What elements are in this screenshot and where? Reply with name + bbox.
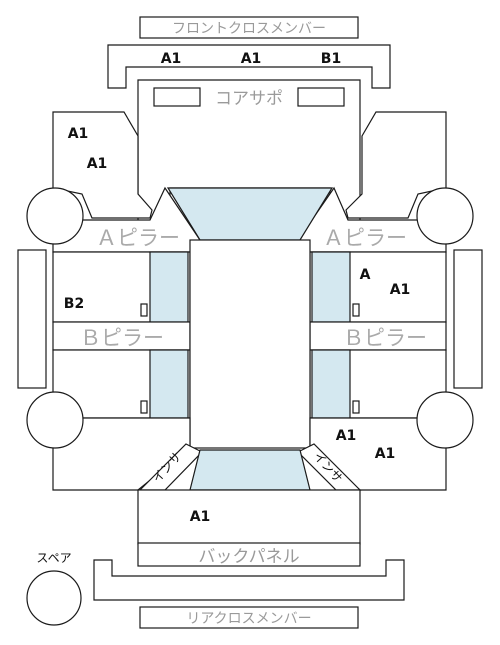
- front-cross-member-label: フロントクロスメンバー: [172, 21, 326, 37]
- grade-front-right: B1: [321, 51, 341, 67]
- left-b-pillar-label: Ｂピラー: [80, 326, 164, 350]
- left-b-pillar: [52, 321, 191, 351]
- left-rear-door-handle: [140, 400, 148, 414]
- spare-label: スペア: [36, 551, 71, 565]
- left-side-step: [17, 249, 47, 389]
- grade-right-rear-quarter-1: A1: [336, 428, 357, 444]
- grade-front-left: A1: [161, 51, 182, 67]
- grade-left-front-door: B2: [64, 296, 84, 312]
- rear-cross-member-box: [139, 606, 359, 629]
- right-front-door-glass: [311, 251, 351, 323]
- right-front-fender: [345, 111, 447, 219]
- left-rear-door-glass: [149, 349, 189, 419]
- core-support-label: コアサポ: [215, 89, 283, 109]
- grade-left-front-fender-2: A1: [87, 156, 108, 172]
- core-support-left-box: [153, 87, 201, 107]
- back-panel: [137, 542, 361, 567]
- left-rear-wheel: [26, 391, 84, 449]
- front-bumper: [107, 44, 391, 89]
- left-front-door-handle: [140, 303, 148, 317]
- front-cross-member-box: [139, 16, 359, 39]
- left-a-pillar-label: Ａピラー: [96, 226, 180, 250]
- grade-front-center: A1: [241, 51, 262, 67]
- right-rear-door-handle: [352, 400, 360, 414]
- grade-trunk: A1: [190, 509, 211, 525]
- roof: [189, 239, 311, 449]
- back-panel-label: バックパネル: [198, 547, 299, 567]
- left-front-wheel: [26, 187, 84, 245]
- left-front-door-glass: [149, 251, 189, 323]
- trunk: [137, 489, 361, 545]
- right-b-pillar: [309, 321, 447, 351]
- spare-tire: [26, 570, 82, 626]
- rear-cross-member-label: リアクロスメンバー: [186, 611, 311, 627]
- right-a-pillar-label: Ａピラー: [323, 226, 407, 250]
- grade-left-front-fender-1: A1: [68, 126, 89, 142]
- right-rear-wheel: [416, 391, 474, 449]
- right-rear-door-glass: [311, 349, 351, 419]
- right-b-pillar-label: Ｂピラー: [343, 326, 427, 350]
- core-support-right-box: [297, 87, 345, 107]
- right-side-step: [453, 249, 483, 389]
- rear-bumper: [93, 559, 405, 601]
- right-front-wheel: [416, 187, 474, 245]
- grade-right-front-door: A: [360, 267, 371, 283]
- grade-right-rear-quarter-2: A1: [375, 446, 396, 462]
- grade-right-front-door-2: A1: [390, 282, 411, 298]
- rear-window: [189, 449, 311, 491]
- right-front-door-handle: [352, 303, 360, 317]
